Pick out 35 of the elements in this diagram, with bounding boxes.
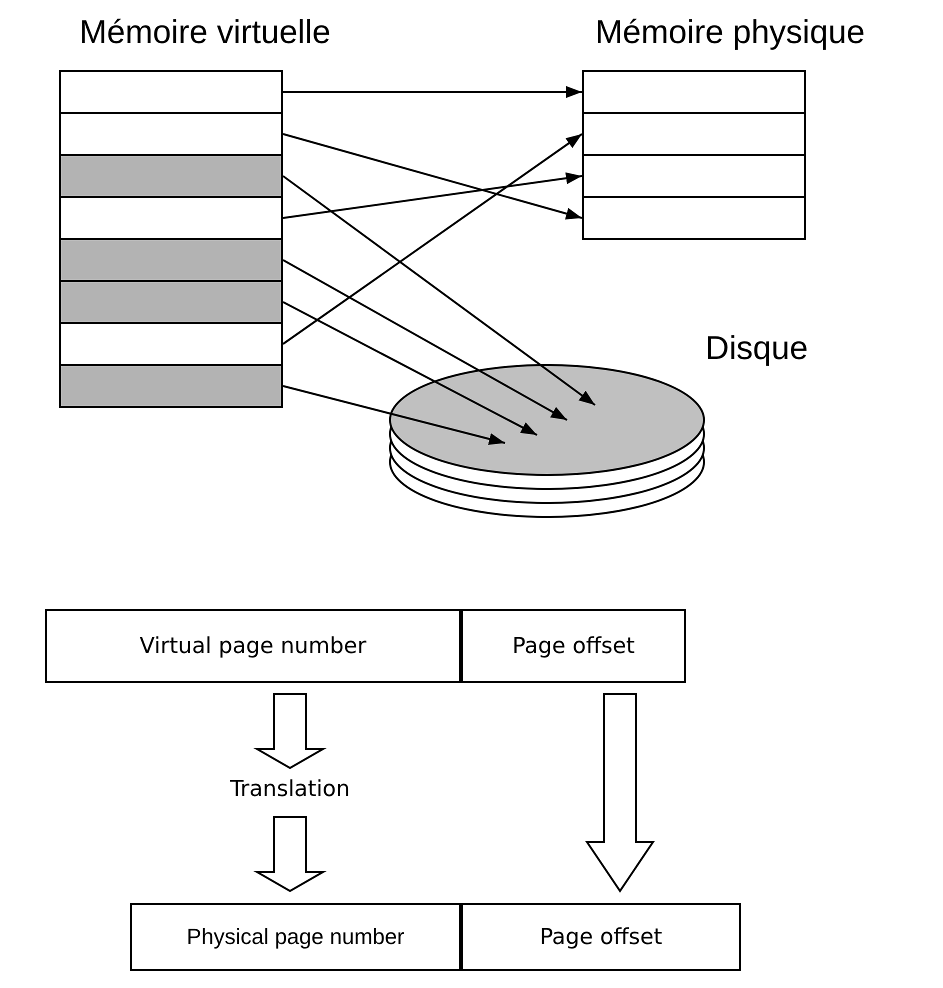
memory-page-slot: [59, 322, 283, 366]
address-field: [130, 903, 461, 971]
hollow-arrow: [585, 693, 655, 893]
hollow-arrow: [253, 693, 327, 770]
hollow-arrow: [253, 816, 327, 892]
arrow: [282, 133, 582, 220]
memory-heading: Mémoire virtuelle: [78, 12, 332, 52]
memory-page-slot: [59, 70, 283, 114]
field-label: Page offset: [540, 924, 662, 950]
arrow: [282, 172, 582, 219]
memory-page-slot: [59, 154, 283, 198]
arrow: [283, 86, 582, 98]
memory-page-slot: [59, 238, 283, 282]
memory-page-slot: [59, 364, 283, 408]
arrow: [282, 175, 596, 406]
arrow: [282, 133, 583, 345]
arrow: [282, 259, 568, 421]
address-field: [461, 903, 741, 971]
arrow: [282, 301, 538, 436]
disk-heading: Disque: [704, 328, 808, 368]
field-label: Virtual page number: [140, 634, 366, 658]
address-field: [461, 609, 686, 683]
arrow: [282, 385, 506, 445]
address-field: [45, 609, 461, 683]
memory-page-slot: [582, 112, 806, 156]
memory-page-slot: [59, 112, 283, 156]
field-label: Physical page number: [186, 924, 404, 950]
translation-label: Translation: [200, 770, 380, 808]
memory-page-slot: [582, 70, 806, 114]
memory-page-slot: [582, 196, 806, 240]
field-label: Page offset: [512, 634, 635, 658]
memory-page-slot: [59, 196, 283, 240]
memory-page-slot: [59, 280, 283, 324]
memory-heading: Mémoire physique: [594, 12, 866, 52]
memory-page-slot: [582, 154, 806, 198]
